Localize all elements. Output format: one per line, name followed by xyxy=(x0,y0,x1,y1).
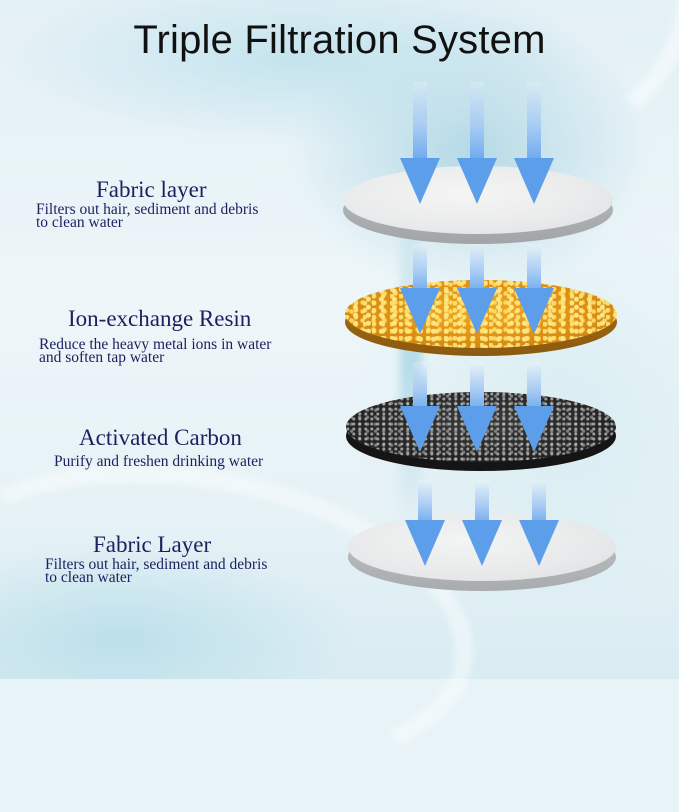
arrow-down-icon xyxy=(457,362,497,452)
layer-description-line1: Purify and freshen drinking water xyxy=(54,453,264,470)
arrow-down-icon xyxy=(400,82,440,204)
layer-name: Fabric layer xyxy=(96,177,207,202)
layer-label-fabric-bottom: Fabric Layer Filters out hair, sediment … xyxy=(45,532,268,586)
layer-description-line2: and soften tap water xyxy=(39,349,165,366)
arrow-down-icon xyxy=(457,82,497,204)
layer-description-line2: to clean water xyxy=(45,569,132,586)
layer-label-carbon: Activated Carbon Purify and freshen drin… xyxy=(54,425,263,471)
arrow-down-icon xyxy=(462,480,502,566)
layer-description-line1: Filters out hair, sediment and debris xyxy=(36,201,259,218)
layer-description-line1: Filters out hair, sediment and debris xyxy=(45,556,268,573)
layer-label-resin: Ion-exchange Resin Reduce the heavy meta… xyxy=(39,306,272,366)
arrow-down-icon xyxy=(400,362,440,452)
page-title: Triple Filtration System xyxy=(133,18,546,62)
arrow-down-icon xyxy=(514,362,554,452)
arrow-down-icon xyxy=(457,244,497,334)
carbon-disc xyxy=(346,392,616,471)
arrow-down-icon xyxy=(400,244,440,334)
arrow-down-icon xyxy=(405,480,445,566)
arrow-down-icon xyxy=(514,82,554,204)
layer-label-fabric-top: Fabric layer Filters out hair, sediment … xyxy=(36,177,259,231)
layer-description-line2: to clean water xyxy=(36,214,123,231)
layer-name: Activated Carbon xyxy=(79,425,242,450)
layer-name: Fabric Layer xyxy=(93,532,212,557)
layer-description-line1: Reduce the heavy metal ions in water xyxy=(39,336,272,353)
arrow-down-icon xyxy=(514,244,554,334)
arrow-down-icon xyxy=(519,480,559,566)
layer-name: Ion-exchange Resin xyxy=(68,306,252,331)
